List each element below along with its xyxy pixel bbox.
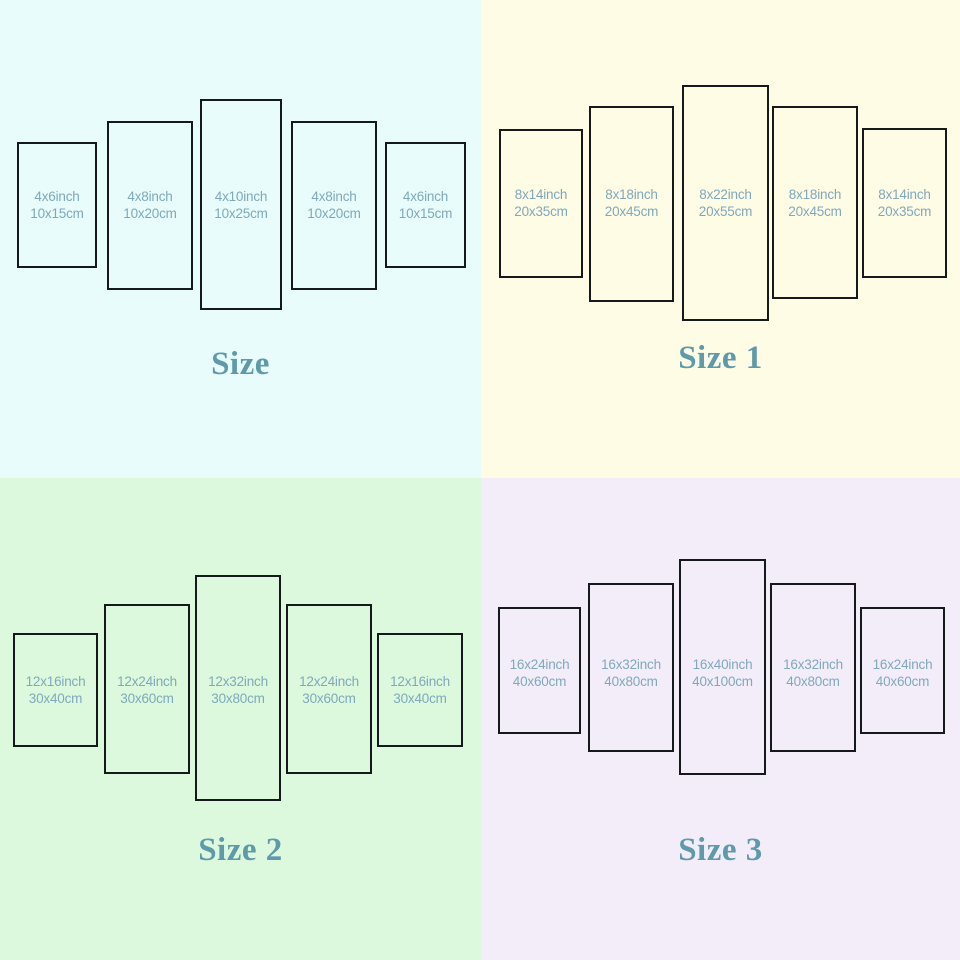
panel-size-cm: 30x60cm xyxy=(120,691,174,706)
panel-size-cm: 30x40cm xyxy=(28,691,83,706)
size-chart-quadrant-2-panel-3[interactable]: 12x32inch 30x80cm xyxy=(195,575,281,801)
panel-group: 4x6inch 10x15cm 4x8inch 10x20cm 4x10inch 10x2… xyxy=(0,0,481,360)
size-chart-quadrant-3: 16x24inch 40x60cm 16x32inch 40x80cm 16x40inc… xyxy=(481,478,960,960)
panel-size-cm: 10x20cm xyxy=(307,206,361,221)
panel-size-label: 16x40inch 40x100cm xyxy=(675,656,770,690)
size-chart-quadrant-1-panel-2[interactable]: 8x18inch 20x45cm xyxy=(589,106,674,302)
panel-size-inches: 4x8inch xyxy=(311,189,357,204)
panel-size-label: 4x6inch 10x15cm xyxy=(381,188,470,222)
panel-size-cm: 40x80cm xyxy=(786,674,840,689)
panel-size-label: 8x14inch 20x35cm xyxy=(495,186,587,220)
panel-size-label: 16x24inch 40x60cm xyxy=(856,656,949,690)
panel-size-label: 12x24inch 30x60cm xyxy=(100,673,194,707)
size-chart-quadrant-1: 8x14inch 20x35cm 8x18inch 20x45cm 8x22inch 20… xyxy=(481,0,960,478)
panel-group: 12x16inch 30x40cm 12x24inch 30x60cm 12x32inc… xyxy=(0,478,481,838)
size-chart-quadrant-3-panel-5[interactable]: 16x24inch 40x60cm xyxy=(860,607,945,734)
size-chart-quadrant-0-panel-4[interactable]: 4x8inch 10x20cm xyxy=(291,121,377,290)
size-chart-quadrant-1-title: Size 1 xyxy=(678,340,763,376)
panel-size-label: 4x10inch 10x25cm xyxy=(196,188,286,222)
size-chart-quadrant-2-panel-4[interactable]: 12x24inch 30x60cm xyxy=(286,604,372,774)
panel-size-cm: 10x15cm xyxy=(30,206,84,221)
panel-size-cm: 40x60cm xyxy=(875,674,930,689)
panel-size-label: 16x32inch 40x80cm xyxy=(766,656,860,690)
panel-size-cm: 30x40cm xyxy=(393,691,447,706)
size-chart-quadrant-1-panel-1[interactable]: 8x14inch 20x35cm xyxy=(499,129,583,278)
panel-size-label: 16x24inch 40x60cm xyxy=(494,656,585,690)
size-chart-quadrant-3-panel-1[interactable]: 16x24inch 40x60cm xyxy=(498,607,581,734)
panel-size-inches: 12x16inch xyxy=(25,674,86,689)
panel-size-label: 16x32inch 40x80cm xyxy=(584,656,678,690)
size-chart-quadrant-2-panel-1[interactable]: 12x16inch 30x40cm xyxy=(13,633,98,747)
panel-size-cm: 30x60cm xyxy=(302,691,356,706)
panel-size-inches: 8x18inch xyxy=(605,187,658,202)
panel-size-cm: 20x35cm xyxy=(514,204,568,219)
panel-size-inches: 8x14inch xyxy=(514,187,568,202)
panel-size-cm: 20x45cm xyxy=(788,204,842,219)
panel-size-inches: 12x24inch xyxy=(299,674,359,689)
panel-size-inches: 4x8inch xyxy=(127,189,173,204)
panel-size-inches: 16x32inch xyxy=(783,657,843,672)
size-chart-quadrant-2-panel-5[interactable]: 12x16inch 30x40cm xyxy=(377,633,463,747)
panel-size-label: 8x22inch 20x55cm xyxy=(678,186,773,220)
size-chart-quadrant-3-panel-4[interactable]: 16x32inch 40x80cm xyxy=(770,583,856,752)
size-chart-quadrant-2-panel-2[interactable]: 12x24inch 30x60cm xyxy=(104,604,190,774)
size-chart-quadrant-0-title: Size xyxy=(211,346,270,382)
panel-size-label: 8x18inch 20x45cm xyxy=(768,186,862,220)
panel-size-inches: 8x18inch xyxy=(788,187,842,202)
size-chart-quadrant-3-panel-2[interactable]: 16x32inch 40x80cm xyxy=(588,583,674,752)
panel-group: 8x14inch 20x35cm 8x18inch 20x45cm 8x22inch 20… xyxy=(481,0,960,360)
size-chart-quadrant-0: 4x6inch 10x15cm 4x8inch 10x20cm 4x10inch 10x2… xyxy=(0,0,481,478)
panel-size-cm: 30x80cm xyxy=(211,691,265,706)
panel-size-label: 4x8inch 10x20cm xyxy=(287,188,381,222)
panel-size-inches: 16x40inch xyxy=(692,657,753,672)
size-chart-quadrant-0-panel-1[interactable]: 4x6inch 10x15cm xyxy=(17,142,97,268)
panel-size-inches: 16x24inch xyxy=(509,657,570,672)
panel-size-inches: 12x16inch xyxy=(390,674,450,689)
panel-size-cm: 10x25cm xyxy=(214,206,268,221)
panel-size-label: 12x32inch 30x80cm xyxy=(191,673,285,707)
panel-size-label: 8x14inch 20x35cm xyxy=(858,186,951,220)
size-chart-quadrant-0-panel-2[interactable]: 4x8inch 10x20cm xyxy=(107,121,193,290)
size-chart-quadrant-1-panel-4[interactable]: 8x18inch 20x45cm xyxy=(772,106,858,299)
panel-size-inches: 12x32inch xyxy=(208,674,268,689)
size-chart-quadrant-0-panel-5[interactable]: 4x6inch 10x15cm xyxy=(385,142,466,268)
panel-size-inches: 4x6inch xyxy=(34,189,80,204)
size-chart-quadrant-2-title: Size 2 xyxy=(198,832,283,868)
panel-size-inches: 16x24inch xyxy=(872,657,933,672)
size-chart-quadrant-2: 12x16inch 30x40cm 12x24inch 30x60cm 12x32inc… xyxy=(0,478,481,960)
panel-size-inches: 4x10inch xyxy=(214,189,268,204)
panel-size-label: 12x16inch 30x40cm xyxy=(9,673,102,707)
panel-size-label: 12x24inch 30x60cm xyxy=(282,673,376,707)
panel-size-label: 8x18inch 20x45cm xyxy=(585,186,678,220)
size-chart-quadrant-3-panel-3[interactable]: 16x40inch 40x100cm xyxy=(679,559,766,775)
panel-size-inches: 8x14inch xyxy=(878,187,931,202)
size-chart-quadrant-1-panel-5[interactable]: 8x14inch 20x35cm xyxy=(862,128,947,278)
panel-size-cm: 20x45cm xyxy=(604,204,659,219)
panel-size-label: 4x8inch 10x20cm xyxy=(103,188,197,222)
panel-size-cm: 20x55cm xyxy=(698,204,753,219)
panel-size-cm: 40x80cm xyxy=(604,674,658,689)
panel-group: 16x24inch 40x60cm 16x32inch 40x80cm 16x40inc… xyxy=(481,478,960,838)
size-chart-quadrant-1-panel-3[interactable]: 8x22inch 20x55cm xyxy=(682,85,769,321)
panel-size-inches: 4x6inch xyxy=(402,189,449,204)
panel-size-cm: 20x35cm xyxy=(877,204,932,219)
panel-size-cm: 10x20cm xyxy=(123,206,177,221)
panel-size-inches: 12x24inch xyxy=(117,674,177,689)
panel-size-label: 12x16inch 30x40cm xyxy=(373,673,467,707)
panel-size-label: 4x6inch 10x15cm xyxy=(13,188,101,222)
size-chart-quadrant-3-title: Size 3 xyxy=(678,832,763,868)
panel-size-cm: 40x60cm xyxy=(512,674,567,689)
size-chart-quadrant-0-panel-3[interactable]: 4x10inch 10x25cm xyxy=(200,99,282,310)
panel-size-cm: 10x15cm xyxy=(398,206,453,221)
panel-size-cm: 40x100cm xyxy=(692,674,753,689)
panel-size-inches: 16x32inch xyxy=(601,657,661,672)
panel-size-inches: 8x22inch xyxy=(699,187,752,202)
